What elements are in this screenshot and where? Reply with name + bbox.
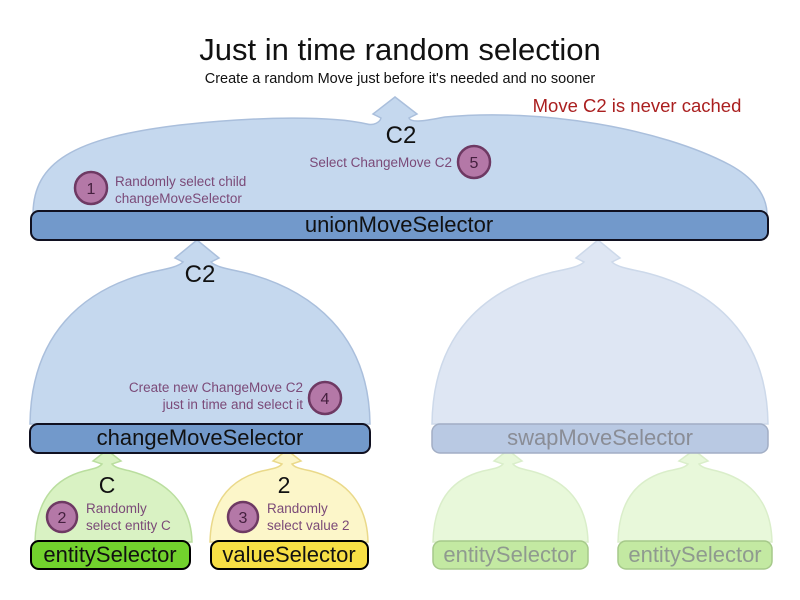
note-move-never-cached: Move C2 is never cached [533,95,742,116]
step-2-text-line-2: select entity C [86,518,171,533]
step-1-badge [73,170,109,206]
step-5-text-line-1: Select ChangeMove C2 [309,155,452,170]
selection-stream-swap [431,239,769,425]
selection-stream-entity-faded-1 [432,449,589,543]
change-move-selector-bar [29,423,371,454]
value-selector-label: valueSelector [222,542,355,567]
move-c2-mid-label: C2 [185,261,216,288]
entity-selector-faded-2-label: entitySelector [628,542,761,567]
entity-selector-bar [30,540,191,570]
step-3-text-line-2: select value 2 [267,518,350,533]
entity-selector-faded-1-label: entitySelector [443,542,576,567]
step-4-number: 4 [321,391,330,408]
step-3-text-line-1: Randomly [267,501,328,516]
entity-selector-label: entitySelector [43,542,176,567]
step-4-badge [307,380,343,416]
step-4-text-line-2: just in time and select it [162,397,304,412]
step-1-text-line-2: changeMoveSelector [115,191,242,206]
move-c2-top-label: C2 [386,122,417,149]
selection-stream-entity-faded-2 [617,449,773,543]
entity-c-label: C [99,472,116,498]
step-2-number: 2 [58,510,67,527]
value-2-label: 2 [278,472,291,498]
step-1-text-line-1: Randomly select child [115,174,246,189]
swap-move-selector-bar [431,423,769,454]
entity-selector-faded-1-bar [432,540,589,570]
step-3-badge [226,500,260,534]
step-4-text-line-1: Create new ChangeMove C2 [129,380,303,395]
step-5-number: 5 [470,155,479,172]
entity-selector-faded-2-bar [617,540,773,570]
page-subtitle: Create a random Move just before it's ne… [205,71,596,87]
step-2-text-line-1: Randomly [86,501,147,516]
change-move-selector-label: changeMoveSelector [97,425,304,450]
step-2-badge [45,500,79,534]
selection-stream-union [32,96,768,214]
step-3-number: 3 [239,510,248,527]
step-5-badge [456,144,492,180]
value-selector-bar [210,540,369,570]
step-1-number: 1 [87,181,96,198]
union-move-selector-bar [30,210,769,241]
page-title: Just in time random selection [199,32,600,67]
selection-stream-change [29,239,371,425]
union-move-selector-label: unionMoveSelector [305,212,493,237]
swap-move-selector-label: swapMoveSelector [507,425,693,450]
